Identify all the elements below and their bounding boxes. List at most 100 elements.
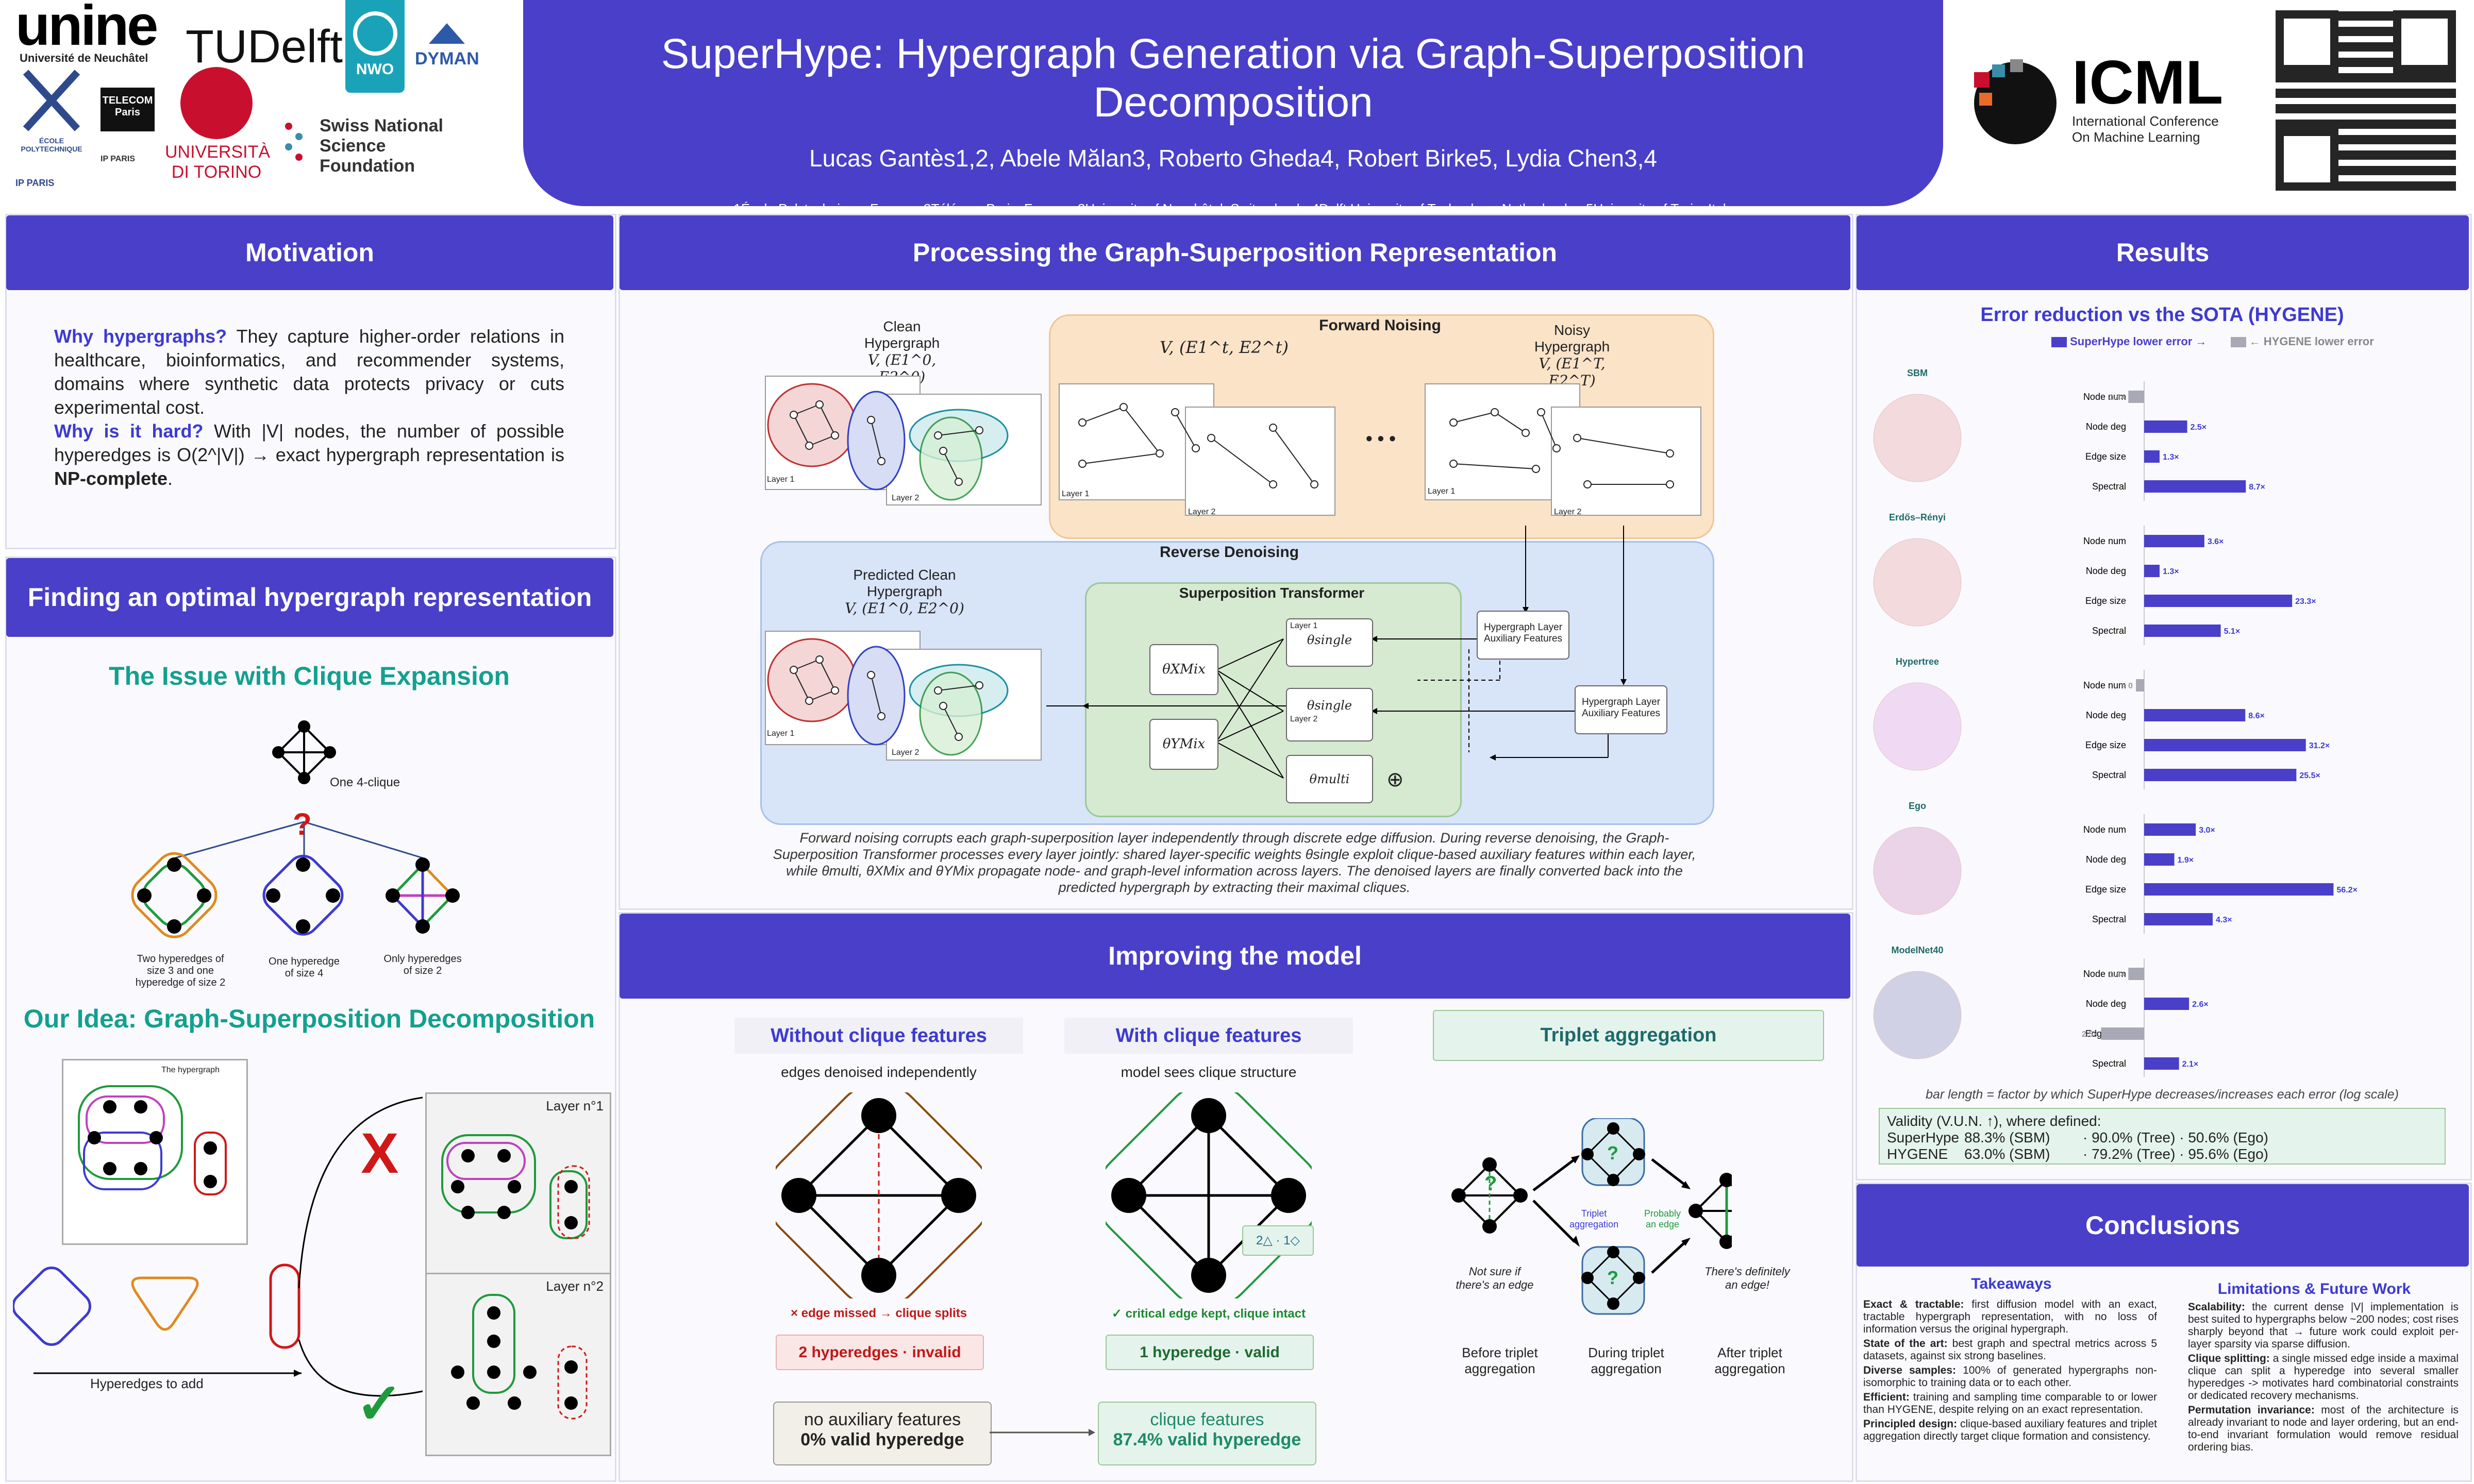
takeaway-item: Exact & tractable: first diffusion model… — [1863, 1298, 2157, 1336]
title-banner: SuperHype: Hypergraph Generation via Gra… — [523, 0, 1943, 216]
takeaways-list: Exact & tractable: first diffusion model… — [1863, 1298, 2157, 1445]
logo-snsf: Swiss National Science Foundation — [283, 116, 450, 176]
without-badge: 2 hyperedges · invalid — [776, 1335, 984, 1370]
pred-layer1-label: Layer 1 — [767, 729, 795, 738]
metric-label: Node deg — [2086, 566, 2126, 576]
without-title: Without clique features — [734, 1018, 1023, 1054]
theta-single-box-1: Layer 1 θsingle — [1286, 618, 1373, 667]
poster-authors: Lucas Gantès1,2, Abele Mălan3, Roberto G… — [809, 145, 1658, 172]
with-clique-diagram — [1106, 1092, 1312, 1298]
result-bar — [2144, 480, 2246, 493]
bar-value-label: 23.3× — [2295, 597, 2316, 606]
forward-noising-label: Forward Noising — [1319, 317, 1441, 334]
no-aux-features-chip: no auxiliary features 0% valid hyperedge — [773, 1402, 992, 1465]
theta-multi-box: θmulti — [1286, 755, 1373, 803]
motivation-heading: Motivation — [6, 215, 613, 290]
limitation-item-label: Clique splitting: — [2188, 1353, 2270, 1364]
improving-panel — [618, 912, 1853, 1482]
without-clique-diagram — [776, 1092, 982, 1298]
clique-expansion-diagram — [131, 720, 460, 938]
result-bar — [2144, 420, 2187, 433]
metric-label: Node deg — [2086, 854, 2126, 865]
limitation-item-label: Scalability: — [2188, 1301, 2245, 1313]
bar-value-label: 1.3× — [2163, 567, 2179, 576]
during-triplet: ? ? — [1581, 1118, 1645, 1315]
pred-layer2-label: Layer 2 — [892, 748, 920, 757]
dataset-thumbnail — [1873, 394, 1962, 482]
metric-label: Spectral — [2092, 1058, 2126, 1069]
transformer-box — [1085, 582, 1462, 817]
metric-label: Spectral — [2092, 914, 2126, 924]
metric-label: Edge size — [2085, 884, 2126, 895]
without-note: × edge missed → clique splits — [790, 1306, 967, 1320]
takeaway-item: Principled design: clique-based auxiliar… — [1863, 1418, 2157, 1443]
metric-label: Edge size — [2085, 451, 2126, 462]
metric-label: Node num — [2083, 969, 2126, 979]
bar-value-label: 2.5× — [2191, 423, 2207, 432]
plus-circle-icon: ⊕ — [1386, 768, 1404, 791]
nwo-circle-icon — [353, 11, 397, 56]
processing-caption: Forward noising corrupts each graph-supe… — [773, 830, 1696, 895]
logo-dyman: DYMAN — [415, 21, 479, 69]
dataset-thumbnail — [1873, 682, 1962, 771]
with-subtitle: model sees clique structure — [1121, 1064, 1297, 1080]
takeaway-item-text: clique-based auxiliary features and trip… — [1863, 1418, 2158, 1442]
bar-value-label: 1.3× — [2163, 453, 2179, 462]
reverse-denoising-label: Reverse Denoising — [1159, 544, 1299, 561]
aux-features-box-2: Hypergraph Layer Auxiliary Features — [1575, 685, 1667, 734]
logo-polytechnique: ÉCOLE POLYTECHNIQUE — [15, 67, 88, 153]
metric-label: Edge size — [2085, 740, 2126, 750]
bar-value-label: 2.6× — [2192, 1000, 2209, 1009]
metric-label: Node deg — [2086, 421, 2126, 432]
predicted-hypergraph-diagram — [765, 631, 1042, 761]
option-size-two — [386, 857, 460, 934]
takeaway-item: Diverse samples: 100% of generated hyper… — [1863, 1364, 2157, 1389]
dataset-name: Hypertree — [1896, 656, 1939, 667]
final-layer1-label: Layer 1 — [1428, 487, 1456, 496]
limits-list: Scalability: the current dense |V| imple… — [2188, 1301, 2459, 1456]
chip-arrow — [990, 1429, 1095, 1436]
triplet-title: Triplet aggregation — [1433, 1010, 1824, 1061]
result-bar — [2144, 595, 2293, 607]
question-mark: ? — [293, 807, 312, 841]
layer2-drawing — [451, 1294, 588, 1420]
hyperedges-to-add-label: Hyperedges to add — [90, 1376, 204, 1391]
result-bar — [2128, 391, 2144, 403]
result-bar — [2144, 450, 2160, 463]
bar-value-label: 4.3× — [2216, 916, 2232, 924]
dataset-name: Erdős–Rényi — [1889, 512, 1946, 522]
results-legend: SuperHype lower error → ← HYGENE lower e… — [2051, 335, 2374, 348]
clean-layer1-label: Layer 1 — [767, 475, 795, 484]
conclusions-heading: Conclusions — [1857, 1184, 2469, 1267]
svg-text:?: ? — [1607, 1267, 1618, 1288]
takeaway-item-label: Diverse samples: — [1863, 1364, 1957, 1376]
bar-value-label: 1.4× — [2109, 970, 2126, 979]
clean-hypergraph-diagram — [765, 376, 1042, 505]
icml-head-icon — [1974, 59, 2057, 144]
noised-layers-final — [1425, 383, 1701, 516]
reject-cross-icon: X — [361, 1122, 399, 1185]
limitation-item: Scalability: the current dense |V| imple… — [2188, 1301, 2459, 1351]
result-bar — [2144, 913, 2213, 925]
takeaway-item-label: State of the art: — [1863, 1338, 1948, 1350]
takeaway-item-label: Principled design: — [1863, 1418, 1958, 1430]
bar-value-label: 2.1× — [2182, 1060, 2199, 1069]
forward-math-label: V, (E1^t, E2^t) — [1160, 338, 1289, 357]
qr-code[interactable] — [2276, 10, 2456, 191]
before-triplet: ? — [1451, 1157, 1528, 1234]
triplet-diagram: ? ? ? — [1451, 1118, 1732, 1315]
clean-layer2-label: Layer 2 — [892, 494, 920, 502]
metric-label: Spectral — [2092, 481, 2126, 492]
limitation-item-label: Permutation invariance: — [2188, 1404, 2315, 1416]
